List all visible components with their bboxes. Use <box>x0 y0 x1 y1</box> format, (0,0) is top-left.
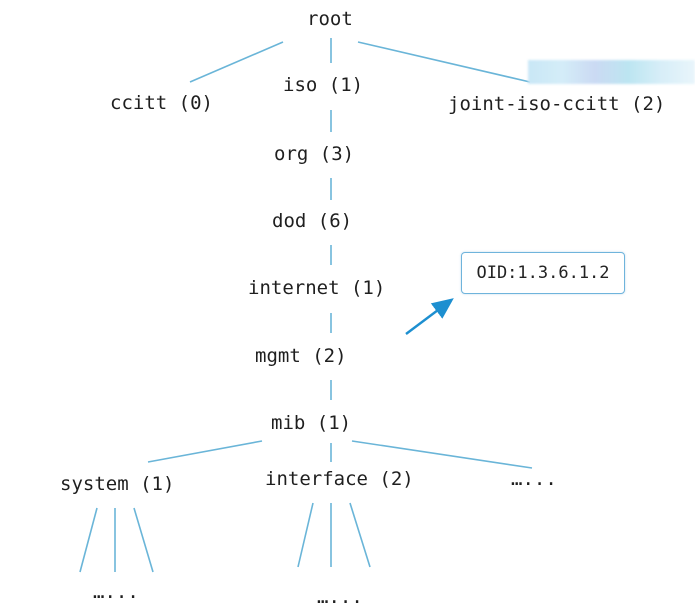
node-joint-iso-ccitt: joint-iso-ccitt (2) <box>448 93 666 115</box>
node-mib: mib (1) <box>271 412 352 434</box>
node-system: system (1) <box>60 473 175 495</box>
edge-system-fan-3 <box>133 507 154 573</box>
node-mgmt: mgmt (2) <box>255 345 347 367</box>
edge-root-joint <box>357 41 531 83</box>
node-mib-more: …... <box>511 468 557 490</box>
edge-root-ccitt <box>189 41 284 83</box>
node-internet: internet (1) <box>248 277 386 299</box>
oid-arrow <box>405 298 454 335</box>
blurred-watermark <box>528 60 695 84</box>
node-org: org (3) <box>274 143 355 165</box>
node-root: root <box>307 8 353 30</box>
node-system-more: …... <box>93 581 139 603</box>
edge-interface-fan-1 <box>297 502 314 568</box>
edge-mib-system <box>147 440 263 463</box>
node-dod: dod (6) <box>272 210 353 232</box>
node-iso: iso (1) <box>283 74 364 96</box>
oid-callout-text: OID:1.3.6.1.2 <box>476 263 610 283</box>
node-ccitt: ccitt (0) <box>110 92 213 114</box>
node-interface: interface (2) <box>265 468 414 490</box>
oid-callout-box: OID:1.3.6.1.2 <box>461 252 625 294</box>
edge-mib-more <box>351 440 533 469</box>
node-interface-more: …... <box>317 586 363 608</box>
edge-interface-fan-3 <box>349 502 371 568</box>
edge-system-fan-1 <box>79 507 98 573</box>
